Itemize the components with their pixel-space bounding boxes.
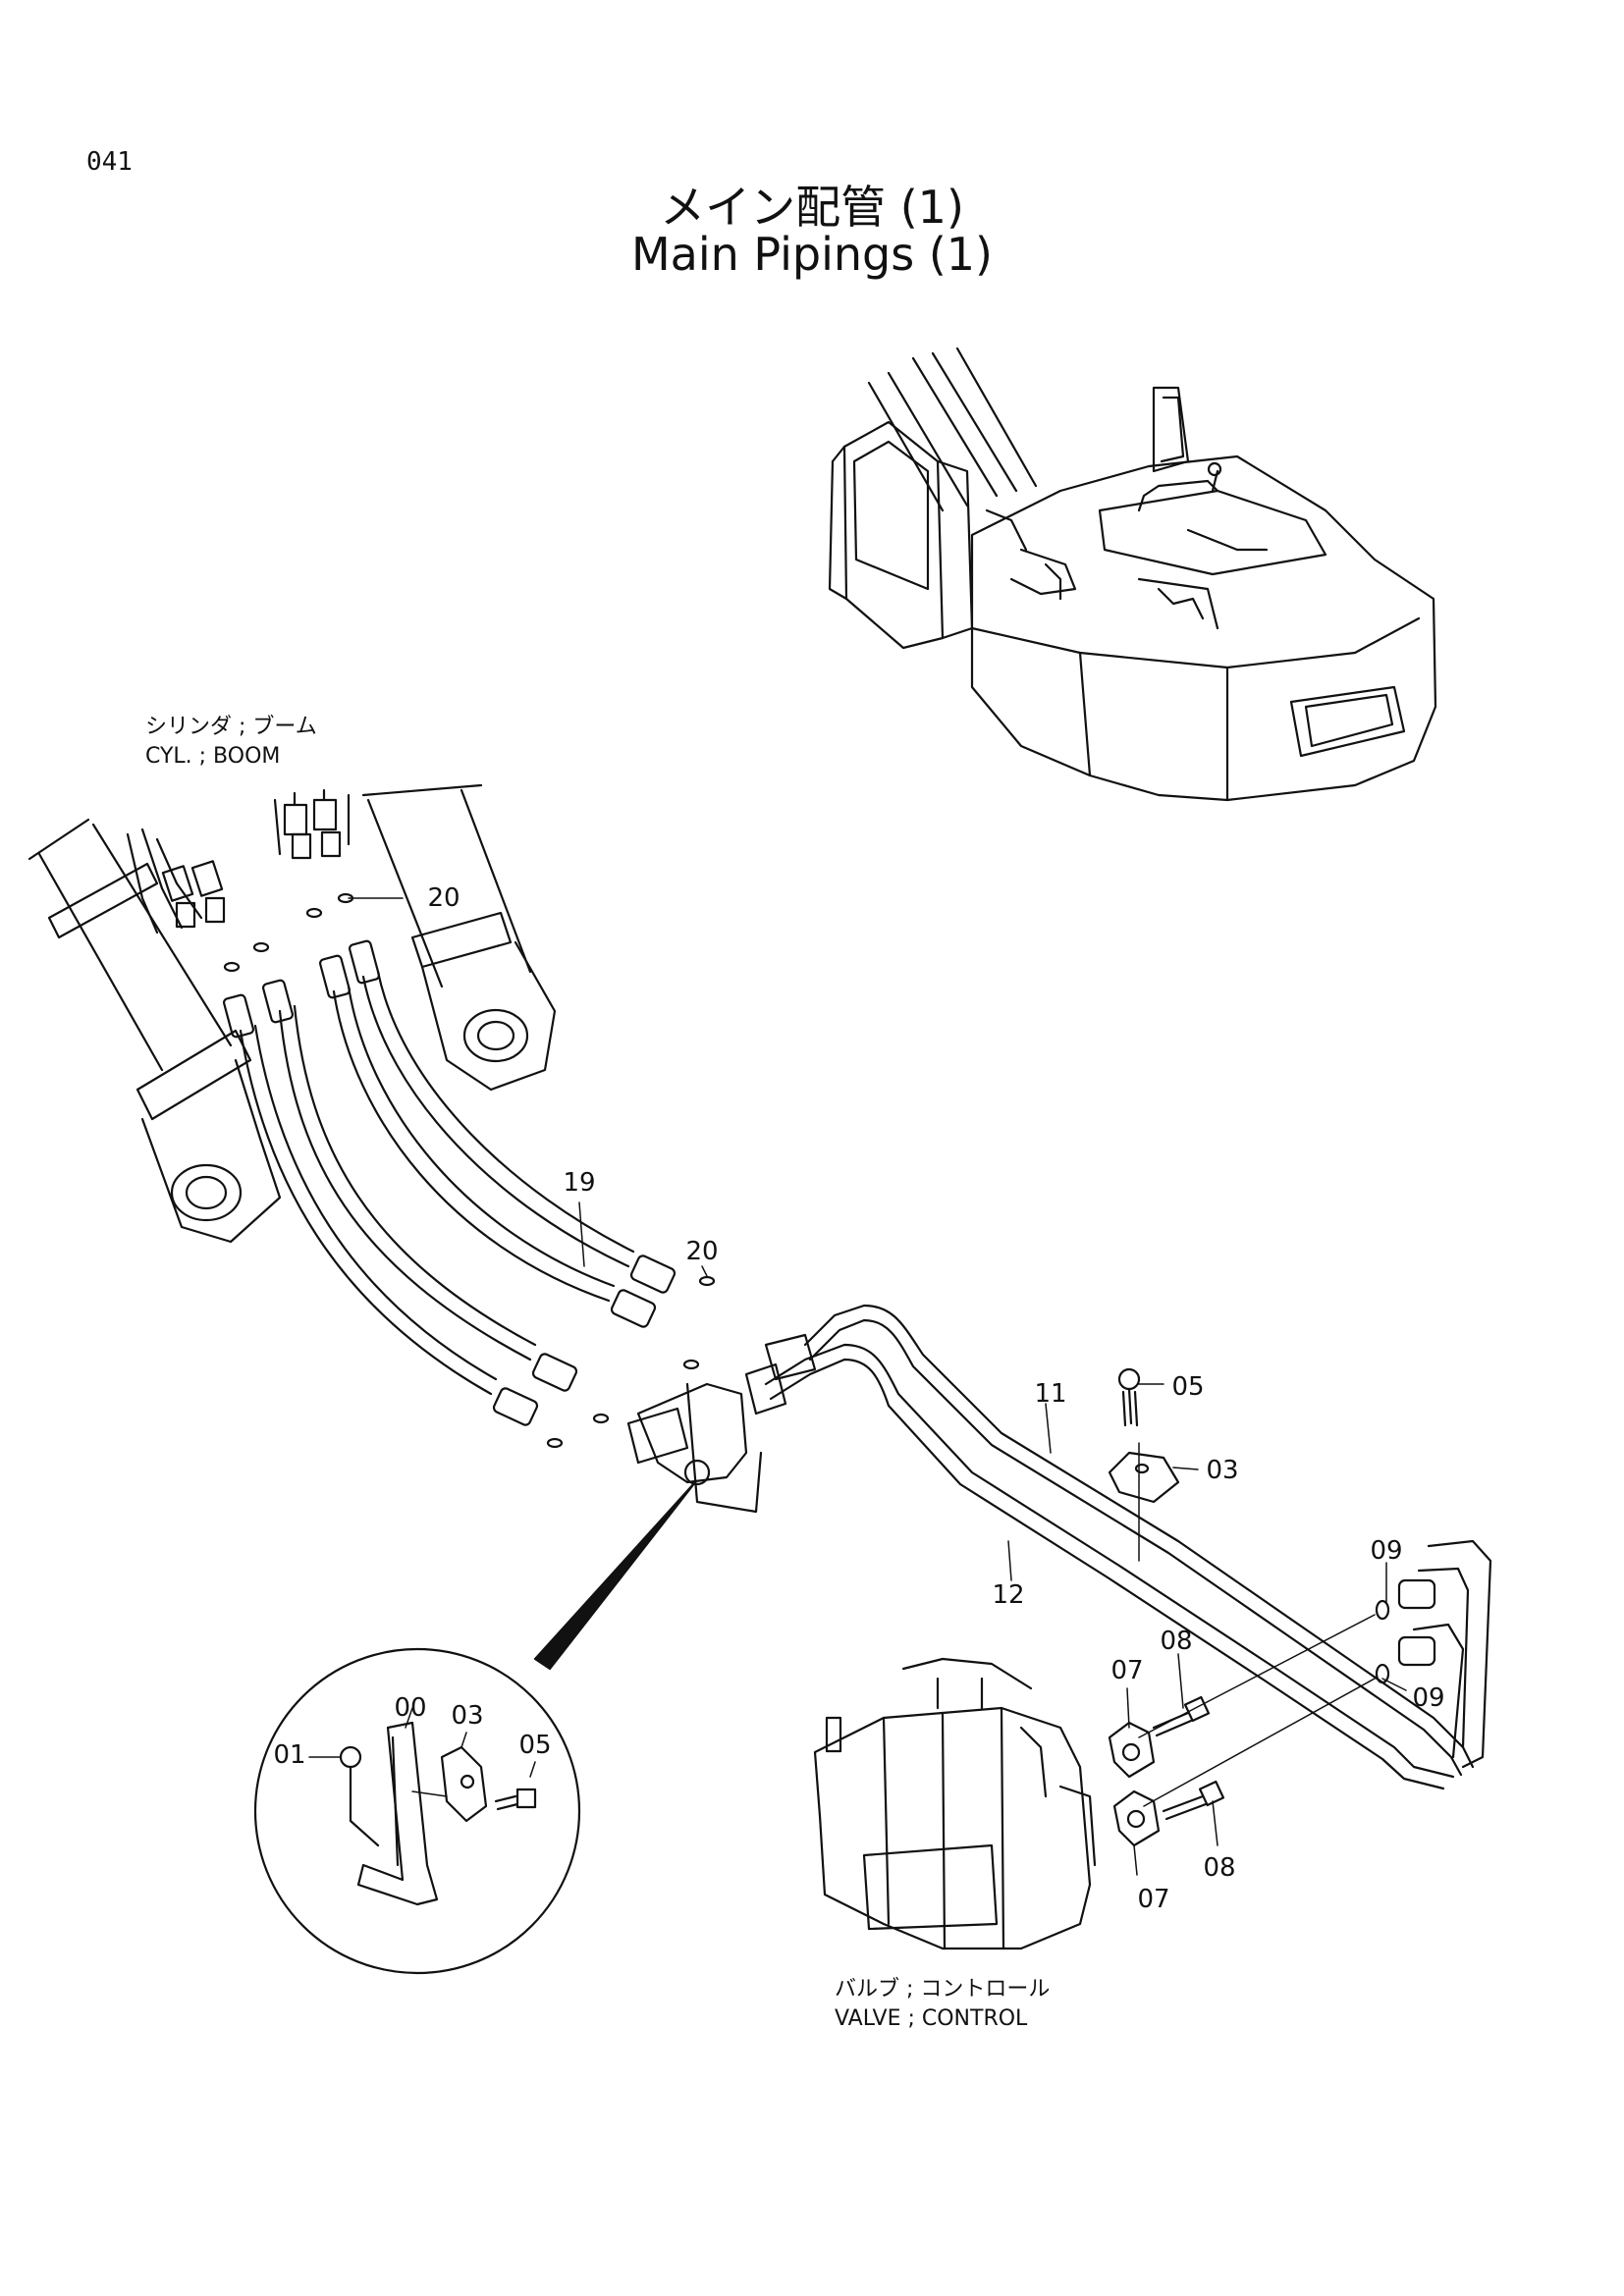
control-valve-caption: バルブ ; コントロール VALVE ; CONTROL	[835, 1975, 1050, 2034]
part-label-05: 05	[1171, 1372, 1205, 1402]
part-label-19: 19	[563, 1168, 596, 1198]
part-label-08-top: 08	[1160, 1627, 1193, 1656]
part-label-11: 11	[1034, 1379, 1067, 1409]
control-valve-caption-jp: バルブ ; コントロール	[835, 1977, 1051, 2002]
excavator-overview-illustration	[828, 347, 1437, 802]
pipe-junction-block	[626, 1333, 817, 1514]
steel-pipes	[764, 1304, 1492, 1790]
part-label-03: 03	[1206, 1456, 1239, 1485]
part-label-01: 01	[273, 1740, 306, 1770]
part-label-09-top: 09	[1370, 1536, 1403, 1566]
page-title-english: Main Pipings (1)	[630, 228, 994, 281]
part-label-05-detail: 05	[518, 1731, 552, 1760]
control-valve-caption-en: VALVE ; CONTROL	[835, 2006, 1028, 2031]
boom-cylinder-caption: シリンダ ; ブーム CYL. ; BOOM	[145, 713, 317, 772]
page-title-japanese: メイン配管 (1)	[660, 181, 964, 234]
part-label-20-mid: 20	[685, 1237, 719, 1266]
hose-assemblies	[222, 939, 677, 1426]
part-label-07-bottom: 07	[1137, 1885, 1170, 1914]
part-label-08-bottom: 08	[1203, 1853, 1236, 1883]
leader-lines	[308, 897, 1407, 1876]
boom-cylinder-illustration	[27, 783, 557, 1244]
part-label-07-top: 07	[1110, 1656, 1144, 1685]
part-label-00: 00	[394, 1693, 427, 1723]
part-label-12: 12	[992, 1580, 1025, 1610]
pipe-clamp-assembly	[1108, 1367, 1180, 1562]
page-number: 041	[86, 147, 133, 177]
boom-cylinder-caption-jp: シリンダ ; ブーム	[145, 715, 317, 739]
boom-cylinder-caption-en: CYL. ; BOOM	[145, 744, 281, 769]
part-label-03-detail: 03	[451, 1701, 484, 1731]
control-valve-illustration	[813, 1614, 1376, 1950]
part-label-09-bottom: 09	[1412, 1683, 1445, 1713]
part-label-20: 20	[427, 883, 460, 913]
